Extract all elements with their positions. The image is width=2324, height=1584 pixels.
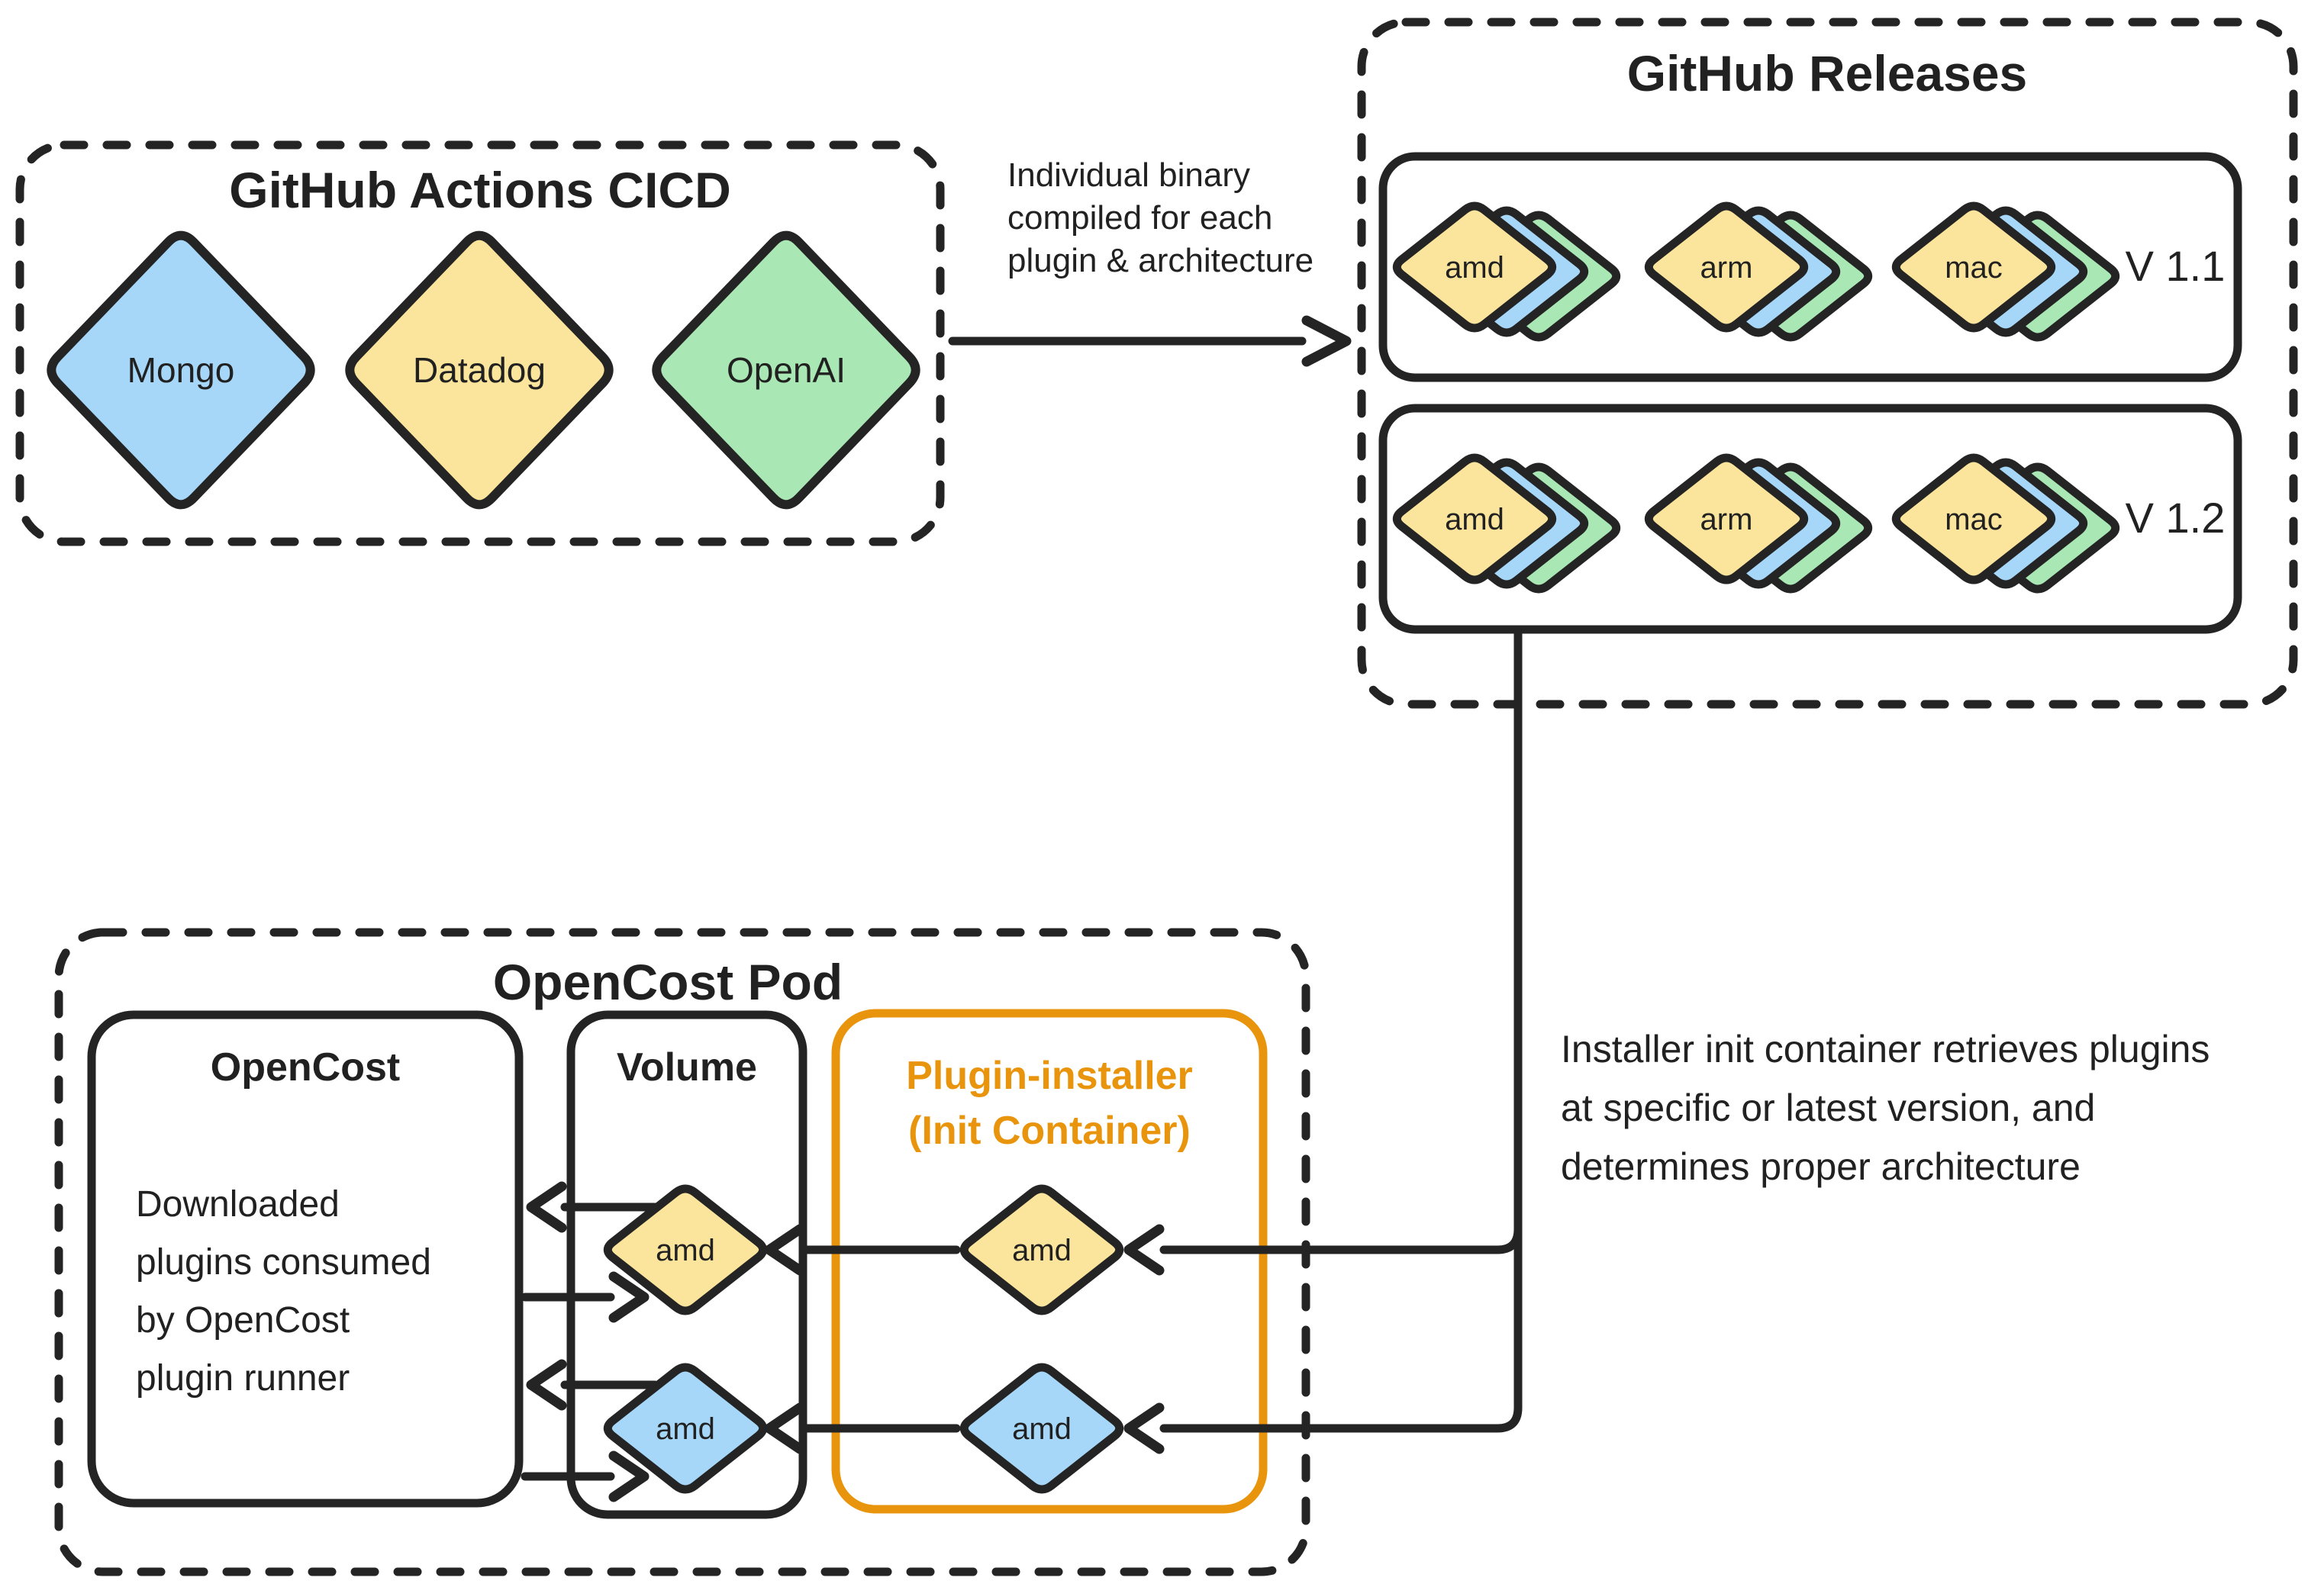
volume-amd-label: amd	[656, 1234, 715, 1267]
plugin-installer-container: Plugin-installer (Init Container) amd am…	[831, 1009, 1268, 1514]
opencost-container: OpenCost Downloaded plugins consumed by …	[87, 1010, 524, 1508]
opencost-to-volume-yellow-arrowhead	[608, 1271, 649, 1323]
releases-box	[1357, 18, 2298, 709]
opencost-desc-line3: by OpenCost	[136, 1300, 350, 1341]
stack-label-arm: arm	[1700, 503, 1753, 536]
connector-branch-line	[1159, 1225, 1523, 1254]
pod-section: OpenCost Pod OpenCost Downloaded plugins…	[54, 928, 1310, 1576]
release-v12-label: V 1.2	[2126, 494, 2226, 542]
stack-label-amd: amd	[1445, 503, 1504, 536]
datadog-plugin-label: Datadog	[413, 350, 546, 390]
openai-plugin-label: OpenAI	[727, 350, 846, 390]
releases-to-installer-connector	[1123, 628, 1523, 1454]
transfer-note-line3: plugin & architecture	[1007, 242, 1313, 279]
connector-main-line	[1159, 628, 1523, 1433]
stack-label-mac: mac	[1945, 251, 2003, 285]
volume-container: Volume amd amd	[566, 1010, 807, 1519]
opencost-to-volume-blue-arrowhead	[608, 1450, 649, 1502]
plugin-installer-box	[831, 1009, 1268, 1514]
cicd-to-releases-arrowhead	[1301, 315, 1352, 367]
installer-yellow-to-volume-arrowhead	[764, 1224, 805, 1276]
transfer-note-line1: Individual binary	[1007, 156, 1250, 194]
installer-blue-to-volume-arrowhead	[764, 1402, 805, 1454]
transfer-annotation: Individual binary compiled for each plug…	[948, 156, 1352, 367]
cicd-section: GitHub Actions CICD Mongo Datadog OpenAI	[15, 140, 945, 546]
release-v11-label: V 1.1	[2126, 242, 2226, 290]
installer-amd-label: amd	[1012, 1234, 1072, 1267]
installer-amd-label: amd	[1012, 1412, 1072, 1446]
stack-label-mac: mac	[1945, 503, 2003, 536]
stack-label-arm: arm	[1700, 251, 1753, 285]
installer-annotation: Installer init container retrieves plugi…	[1561, 1028, 2210, 1188]
plugin-installer-title-line2: (Init Container)	[908, 1109, 1191, 1153]
opencost-desc-line4: plugin runner	[136, 1358, 350, 1399]
installer-volume-arrows	[764, 1224, 961, 1454]
transfer-note-line2: compiled for each	[1007, 199, 1272, 237]
installer-note-line3: determines proper architecture	[1561, 1145, 2081, 1188]
pod-title: OpenCost Pod	[493, 954, 843, 1010]
installer-note-line1: Installer init container retrieves plugi…	[1561, 1028, 2210, 1070]
opencost-box	[87, 1010, 524, 1508]
opencost-title: OpenCost	[211, 1045, 400, 1090]
volume-title: Volume	[617, 1045, 757, 1090]
volume-amd-label: amd	[656, 1412, 715, 1446]
cicd-title: GitHub Actions CICD	[229, 162, 731, 218]
mongo-plugin-label: Mongo	[127, 350, 235, 390]
installer-note-line2: at specific or latest version, and	[1561, 1087, 2095, 1129]
plugin-installer-title-line1: Plugin-installer	[906, 1054, 1193, 1098]
release-v12-row: amd arm mac V 1.2	[1378, 404, 2242, 634]
stack-label-amd: amd	[1445, 251, 1504, 285]
releases-title: GitHub Releases	[1627, 45, 2028, 101]
opencost-desc-line2: plugins consumed	[136, 1242, 431, 1283]
opencost-desc-line1: Downloaded	[136, 1184, 340, 1225]
releases-section: GitHub Releases amd arm mac V 1.1 amd	[1357, 18, 2298, 709]
release-v11-row: amd arm mac V 1.1	[1378, 152, 2242, 382]
connector-yellow-arrowhead	[1123, 1224, 1165, 1276]
volume-opencost-arrows	[521, 1181, 659, 1502]
volume-yellow-to-opencost-arrowhead	[526, 1181, 567, 1233]
connector-blue-arrowhead	[1123, 1402, 1165, 1454]
volume-blue-to-opencost-arrowhead	[526, 1359, 567, 1411]
